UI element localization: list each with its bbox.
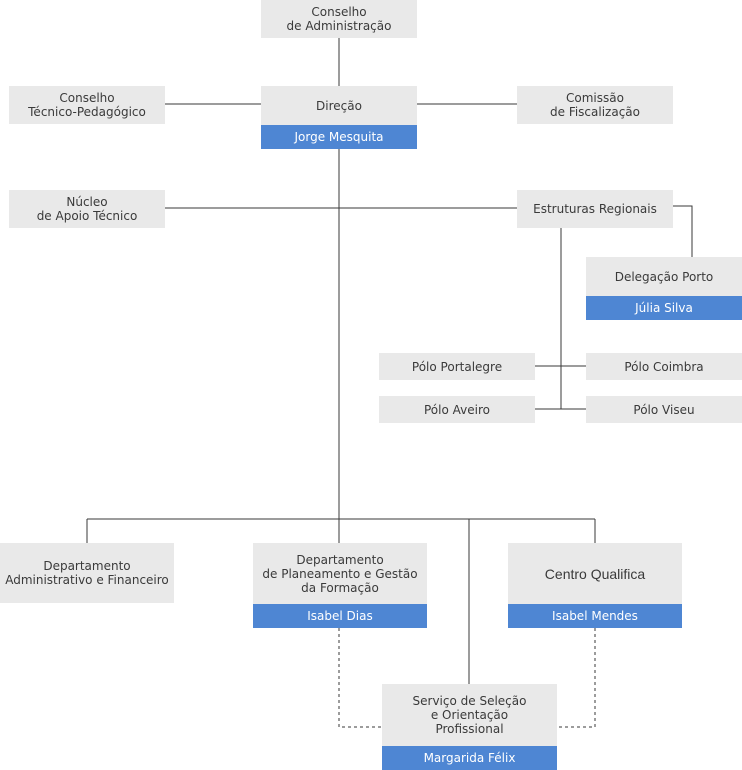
node-label: Centro Qualifica [508, 543, 682, 604]
node-conselho-tecnico: Conselho Técnico-Pedagógico [9, 86, 165, 124]
node-label: Departamento Administrativo e Financeiro [0, 543, 174, 603]
node-dep-administrativo: Departamento Administrativo e Financeiro [0, 543, 174, 603]
person-name: Júlia Silva [586, 296, 742, 320]
node-polo-portalegre: Pólo Portalegre [379, 353, 535, 380]
node-label: Estruturas Regionais [517, 190, 673, 228]
node-delegacao-porto: Delegação Porto Júlia Silva [586, 257, 742, 320]
node-dep-planeamento: Departamento de Planeamento e Gestão da … [253, 543, 427, 628]
node-label: Pólo Viseu [586, 396, 742, 423]
node-label: Comissão de Fiscalização [517, 86, 673, 124]
person-name: Margarida Félix [382, 746, 557, 770]
person-name: Jorge Mesquita [261, 125, 417, 149]
node-label: Departamento de Planeamento e Gestão da … [253, 543, 427, 604]
dashed-connector-line [338, 628, 382, 728]
person-name: Isabel Dias [253, 604, 427, 628]
node-label: Pólo Coimbra [586, 353, 742, 380]
node-label: Pólo Portalegre [379, 353, 535, 380]
node-label: Direção [261, 86, 417, 125]
node-conselho-administracao: Conselho de Administração [261, 0, 417, 38]
node-servico-selecao: Serviço de Seleção e Orientação Profissi… [382, 684, 557, 770]
node-estruturas-regionais: Estruturas Regionais [517, 190, 673, 228]
node-label: Conselho de Administração [261, 0, 417, 38]
node-polo-viseu: Pólo Viseu [586, 396, 742, 423]
connector-line [673, 205, 693, 257]
node-centro-qualifica: Centro Qualifica Isabel Mendes [508, 543, 682, 628]
node-label: Núcleo de Apoio Técnico [9, 190, 165, 228]
node-polo-coimbra: Pólo Coimbra [586, 353, 742, 380]
node-comissao-fiscalizacao: Comissão de Fiscalização [517, 86, 673, 124]
person-name: Isabel Mendes [508, 604, 682, 628]
node-label: Serviço de Seleção e Orientação Profissi… [382, 684, 557, 746]
node-label: Pólo Aveiro [379, 396, 535, 423]
dashed-connector-line [557, 628, 596, 728]
node-label: Conselho Técnico-Pedagógico [9, 86, 165, 124]
node-nucleo-apoio: Núcleo de Apoio Técnico [9, 190, 165, 228]
node-label: Delegação Porto [586, 257, 742, 296]
node-polo-aveiro: Pólo Aveiro [379, 396, 535, 423]
node-direcao: Direção Jorge Mesquita [261, 86, 417, 149]
